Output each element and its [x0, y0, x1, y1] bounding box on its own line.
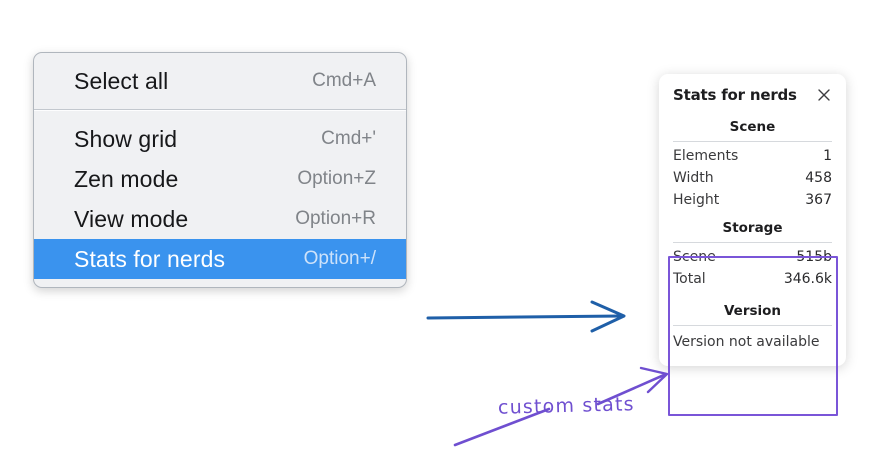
menu-item-shortcut: Option+Z [297, 168, 376, 189]
panel-header: Stats for nerds [659, 86, 846, 104]
section-divider [673, 141, 832, 142]
blue-arrow [426, 300, 626, 333]
close-icon[interactable] [815, 86, 833, 104]
stat-value: 346.6k [783, 271, 832, 287]
menu-item-view-mode[interactable]: View mode Option+R [34, 199, 406, 239]
menu-item-shortcut: Cmd+' [321, 128, 376, 149]
panel-title: Stats for nerds [673, 86, 797, 104]
menu-item-label: Stats for nerds [74, 245, 226, 272]
stat-label: Elements [673, 148, 739, 164]
stat-row: Elements 1 [659, 145, 846, 167]
menu-separator [34, 109, 406, 111]
handwriting-custom-stats: custom stats [497, 393, 636, 419]
menu-item-shortcut: Cmd+A [312, 70, 376, 91]
section-divider [673, 242, 832, 243]
menu-item-show-grid[interactable]: Show grid Cmd+' [34, 119, 406, 159]
menu-item-select-all[interactable]: Select all Cmd+A [34, 61, 406, 101]
version-text: Version not available [673, 334, 820, 350]
stat-row: Height 367 [659, 189, 846, 211]
stat-label: Scene [673, 249, 716, 265]
menu-item-shortcut: Option+R [295, 208, 376, 229]
menu-group-1: Select all Cmd+A [34, 53, 406, 109]
stat-label: Width [673, 170, 714, 186]
section-heading: Version [723, 303, 782, 319]
menu-item-shortcut: Option+/ [303, 248, 376, 269]
section-heading: Storage [722, 220, 783, 236]
stat-row: Width 458 [659, 167, 846, 189]
menu-item-label: View mode [74, 205, 189, 232]
stats-for-nerds-panel: Stats for nerds Scene Elements 1 Width 4… [659, 74, 846, 366]
stat-label: Height [673, 192, 720, 208]
menu-item-stats-for-nerds[interactable]: Stats for nerds Option+/ [34, 239, 406, 279]
stat-value: 458 [805, 170, 832, 186]
menu-item-label: Zen mode [74, 165, 179, 192]
stat-row: Total 346.6k [659, 268, 846, 290]
menu-item-label: Select all [74, 67, 169, 94]
stat-value: 367 [805, 192, 832, 208]
menu-group-2: Show grid Cmd+' Zen mode Option+Z View m… [34, 111, 406, 287]
stat-value: 1 [823, 148, 832, 164]
stat-row: Scene 515b [659, 246, 846, 268]
stat-label: Total [673, 271, 706, 287]
section-storage: Storage Scene 515b Total 346.6k [659, 217, 846, 290]
stat-value: 515b [796, 249, 832, 265]
section-divider [673, 325, 832, 326]
section-heading: Scene [729, 119, 776, 135]
section-version: Version Version not available [659, 300, 846, 352]
section-scene: Scene Elements 1 Width 458 Height 367 [659, 116, 846, 211]
menu-item-zen-mode[interactable]: Zen mode Option+Z [34, 159, 406, 199]
context-menu[interactable]: Select all Cmd+A Show grid Cmd+' Zen mod… [33, 52, 407, 288]
menu-item-label: Show grid [74, 125, 178, 152]
